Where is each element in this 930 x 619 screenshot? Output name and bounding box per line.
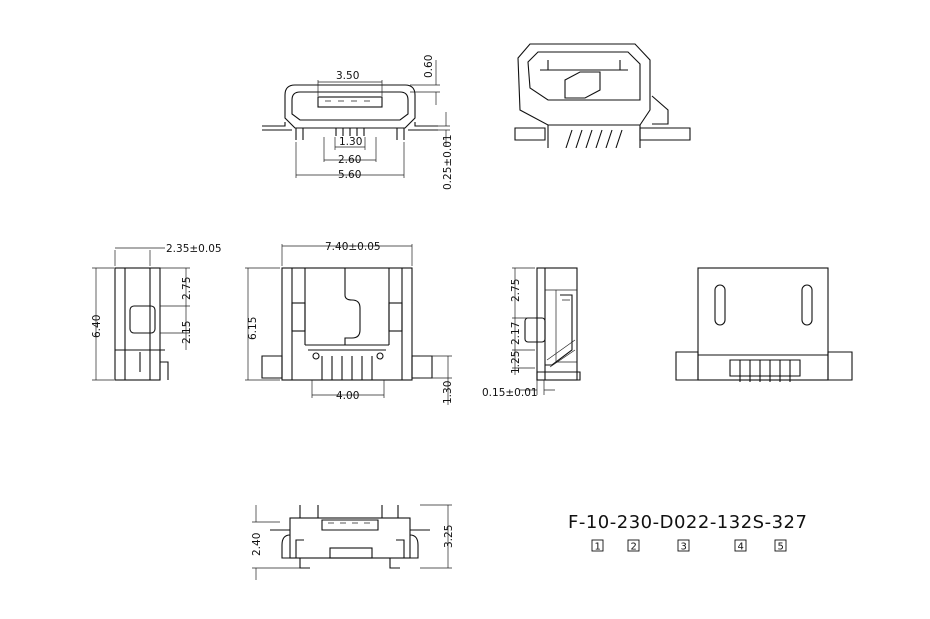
top-view: 7.40±0.05 6.15 4.00 1.30 — [245, 241, 454, 405]
callout-5: 5 — [774, 539, 787, 553]
front-dim-pin-span: 2.60 — [338, 154, 361, 166]
callout-2: 2 — [627, 539, 640, 553]
section-dim-thickness: 0.15±0.01 — [482, 387, 538, 399]
callout-3: 3 — [677, 539, 690, 553]
isometric-view — [514, 43, 691, 149]
section-dim-middle: 2.17 — [510, 322, 522, 345]
side-dim-top: 2.35±0.05 — [166, 243, 222, 255]
part-number-text: F-10-230-D022-132S-327 — [568, 512, 807, 533]
callout-2-label: 2 — [631, 542, 637, 553]
side-dim-upper: 2.75 — [181, 277, 193, 300]
top-dim-width: 7.40±0.05 — [325, 241, 381, 253]
callout-4-label: 4 — [738, 542, 744, 553]
bottom-view: 2.40 3.25 — [251, 504, 455, 580]
front-view: 3.50 1.30 2.60 5.60 0.60 0.25±0.01 — [262, 55, 454, 190]
front-dim-height-top: 0.60 — [423, 55, 435, 78]
front-dim-width-top: 3.50 — [336, 70, 359, 82]
top-dim-tail: 1.30 — [442, 381, 454, 404]
side-view: 2.35±0.05 6.40 2.75 2.15 — [91, 243, 222, 381]
side-dim-height: 6.40 — [91, 315, 103, 338]
rear-view — [675, 267, 853, 382]
callout-5-label: 5 — [778, 542, 784, 553]
section-view: 2.75 2.17 1.25 0.15±0.01 — [482, 267, 581, 399]
callout-4: 4 — [734, 539, 747, 553]
callout-3-label: 3 — [681, 542, 687, 553]
side-dim-lower: 2.15 — [181, 321, 193, 344]
front-dim-lead: 0.25±0.01 — [442, 134, 454, 190]
top-dim-pitch-span: 4.00 — [336, 390, 359, 402]
callout-1-label: 1 — [595, 542, 601, 553]
callout-1: 1 — [591, 539, 604, 553]
bottom-dim-left: 2.40 — [251, 533, 263, 556]
section-dim-upper: 2.75 — [510, 279, 522, 302]
part-number-block: F-10-230-D022-132S-327 1 2 3 4 5 — [568, 512, 807, 553]
section-dim-lower: 1.25 — [510, 351, 522, 374]
top-dim-height: 6.15 — [247, 317, 259, 340]
bottom-dim-right: 3.25 — [443, 525, 455, 548]
front-dim-overall: 5.60 — [338, 169, 361, 181]
front-dim-inner: 1.30 — [339, 136, 362, 148]
